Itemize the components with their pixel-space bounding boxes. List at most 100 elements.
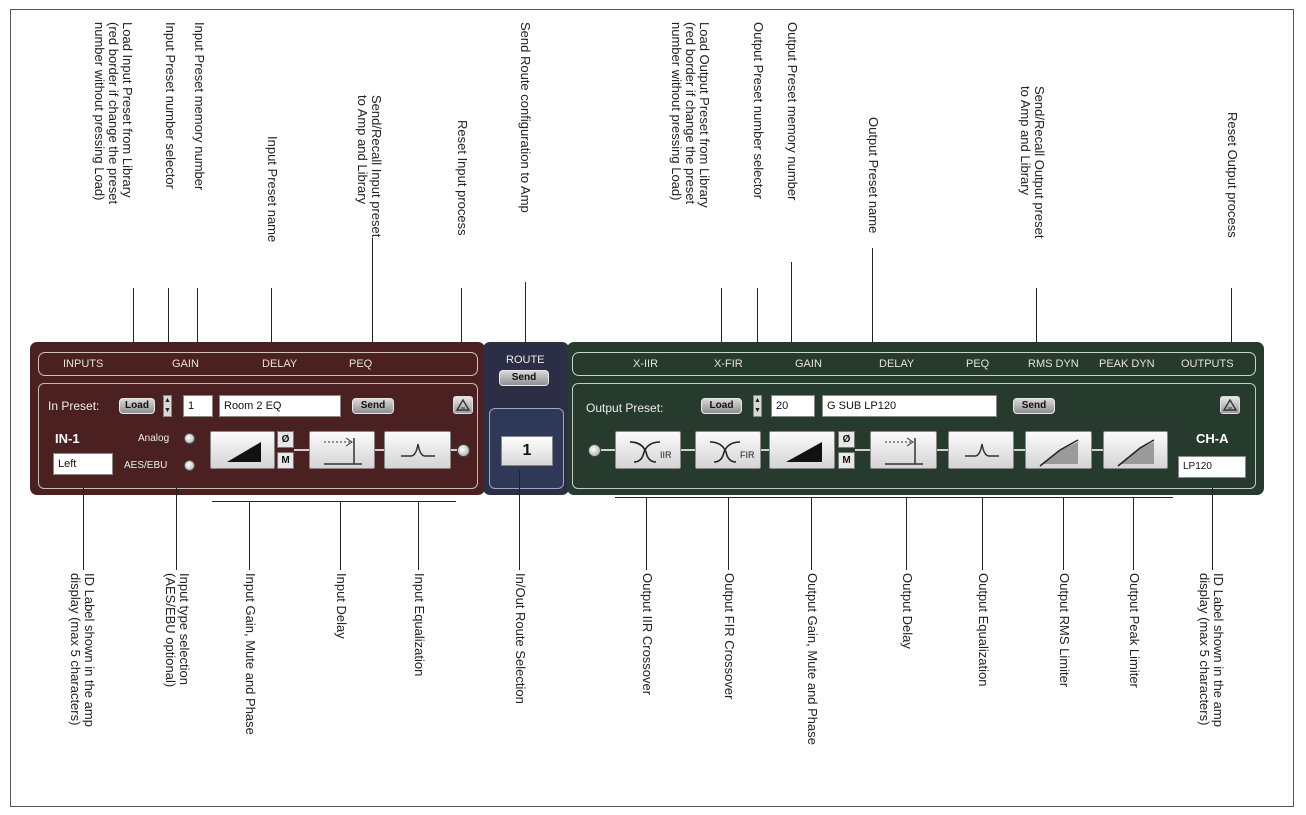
- output-mute-button[interactable]: M: [838, 452, 855, 469]
- delay-icon: [324, 437, 362, 465]
- input-send-button[interactable]: Send: [352, 398, 394, 414]
- annotation-input-preset-selector: Input Preset number selector: [163, 22, 178, 189]
- signal-link: [1092, 449, 1103, 451]
- annotation-output-rms: Output RMS Limiter: [1057, 573, 1072, 688]
- annotation-input-eq: Input Equalization: [412, 573, 427, 677]
- output-delay-button[interactable]: [870, 431, 937, 469]
- input-preset-selector[interactable]: ▲▼: [163, 395, 172, 417]
- output-eq-button[interactable]: [948, 431, 1014, 469]
- signal-link: [375, 449, 384, 451]
- crossover-iir-icon: [629, 441, 661, 463]
- fir-sub-label: FIR: [740, 450, 755, 460]
- leader-line: [646, 497, 647, 570]
- output-phase-button[interactable]: Ø: [838, 431, 855, 448]
- leader-line: [519, 470, 520, 570]
- output-fir-crossover-button[interactable]: FIR: [695, 431, 761, 469]
- input-id-label-field[interactable]: Left: [53, 453, 113, 475]
- input-load-button[interactable]: Load: [119, 398, 155, 414]
- leader-line: [340, 501, 341, 570]
- annotation-input-preset-name: Input Preset name: [265, 136, 280, 243]
- output-channel-name: CH-A: [1196, 431, 1229, 446]
- annotation-load-input-preset: Load Input Preset from Library (red bord…: [92, 22, 135, 205]
- input-preset-name-field[interactable]: Room 2 EQ: [219, 395, 341, 417]
- annotation-send-output-preset: Send/Recall Output preset to Amp and Lib…: [1018, 86, 1047, 239]
- output-preset-number[interactable]: 20: [771, 395, 815, 417]
- input-section-bar: INPUTS GAIN DELAY PEQ: [38, 352, 478, 376]
- input-delay-button[interactable]: [309, 431, 375, 469]
- input-reset-icon[interactable]: [453, 396, 473, 414]
- leader-line: [249, 501, 250, 570]
- output-preset-selector[interactable]: ▲▼: [753, 395, 762, 417]
- leader-line: [1212, 488, 1213, 570]
- input-output-node: [457, 444, 470, 457]
- output-send-button[interactable]: Send: [1013, 398, 1055, 414]
- section-delay: DELAY: [879, 358, 915, 370]
- output-preset-label: Output Preset:: [586, 401, 664, 415]
- signal-link: [1014, 449, 1025, 451]
- output-peak-limiter-button[interactable]: [1103, 431, 1168, 469]
- leader-line: [1133, 497, 1134, 570]
- section-peak-dyn: PEAK DYN: [1099, 358, 1155, 370]
- output-gain-button[interactable]: [769, 431, 835, 469]
- eq-curve-icon: [401, 443, 435, 457]
- section-outputs: OUTPUTS: [1181, 358, 1234, 370]
- limiter-peak-icon: [1117, 439, 1155, 467]
- output-rms-limiter-button[interactable]: [1025, 431, 1092, 469]
- route-title: ROUTE: [506, 354, 545, 366]
- output-preset-name-field[interactable]: G SUB LP120: [822, 395, 997, 417]
- gain-ramp-icon: [786, 442, 822, 462]
- route-selection-button[interactable]: 1: [501, 436, 553, 466]
- input-mute-button[interactable]: M: [277, 452, 294, 469]
- section-delay: DELAY: [262, 358, 298, 370]
- annotation-reset-output: Reset Output process: [1225, 112, 1240, 238]
- input-preset-number[interactable]: 1: [183, 395, 213, 417]
- leader-line: [1231, 288, 1232, 392]
- leader-line: [728, 497, 729, 570]
- annotation-output-id-label: ID Label shown in the amp display (max 5…: [1197, 573, 1226, 727]
- annotation-output-preset-memory: Output Preset memory number: [785, 22, 800, 201]
- output-iir-crossover-button[interactable]: IIR: [615, 431, 681, 469]
- signal-link: [294, 449, 309, 451]
- leader-line: [372, 238, 373, 398]
- leader-line: [811, 497, 812, 570]
- iir-sub-label: IIR: [660, 450, 672, 460]
- annotation-input-preset-memory: Input Preset memory number: [192, 22, 207, 191]
- input-eq-button[interactable]: [384, 431, 451, 469]
- annotation-output-fir: Output FIR Crossover: [722, 573, 737, 700]
- gain-ramp-icon: [227, 442, 261, 462]
- section-x-fir: X-FIR: [714, 358, 743, 370]
- leader-line: [418, 501, 419, 570]
- input-gain-button[interactable]: [210, 431, 275, 469]
- input-preset-label: In Preset:: [48, 399, 100, 413]
- signal-link: [761, 449, 769, 451]
- input-phase-button[interactable]: Ø: [277, 431, 294, 448]
- input-type-aes-radio[interactable]: [184, 460, 195, 471]
- delay-icon: [885, 437, 923, 465]
- annotation-route-selection: In/Out Route Selection: [513, 573, 528, 704]
- route-send-button[interactable]: Send: [499, 370, 549, 386]
- annotation-send-input-preset: Send/Recall Input preset to Amp and Libr…: [355, 95, 384, 238]
- input-type-analog-radio[interactable]: [184, 433, 195, 444]
- annotation-output-gain: Output Gain, Mute and Phase: [805, 573, 820, 745]
- annotation-send-route: Send Route configuration to Amp: [518, 22, 533, 213]
- leader-line: [176, 488, 177, 570]
- annotation-reset-input: Reset Input process: [455, 120, 470, 236]
- output-reset-icon[interactable]: [1220, 396, 1240, 414]
- leader-line: [791, 262, 792, 398]
- section-inputs: INPUTS: [63, 358, 104, 370]
- output-section-bar: X-IIR X-FIR GAIN DELAY PEQ RMS DYN PEAK …: [572, 352, 1256, 376]
- input-type-aes-label: AES/EBU: [124, 460, 168, 471]
- leader-line: [83, 488, 84, 570]
- signal-link: [937, 449, 948, 451]
- annotation-output-preset-name: Output Preset name: [866, 117, 881, 234]
- output-load-button[interactable]: Load: [701, 398, 742, 414]
- section-rms-dyn: RMS DYN: [1028, 358, 1079, 370]
- annotation-output-delay: Output Delay: [900, 573, 915, 649]
- output-id-label-field[interactable]: LP120: [1178, 456, 1246, 478]
- annotation-output-eq: Output Equalization: [976, 573, 991, 687]
- signal-link: [855, 449, 870, 451]
- annotation-input-delay: Input Delay: [334, 573, 349, 639]
- output-input-node: [588, 444, 601, 457]
- input-process-bracket: [212, 501, 456, 502]
- limiter-rms-icon: [1039, 439, 1079, 467]
